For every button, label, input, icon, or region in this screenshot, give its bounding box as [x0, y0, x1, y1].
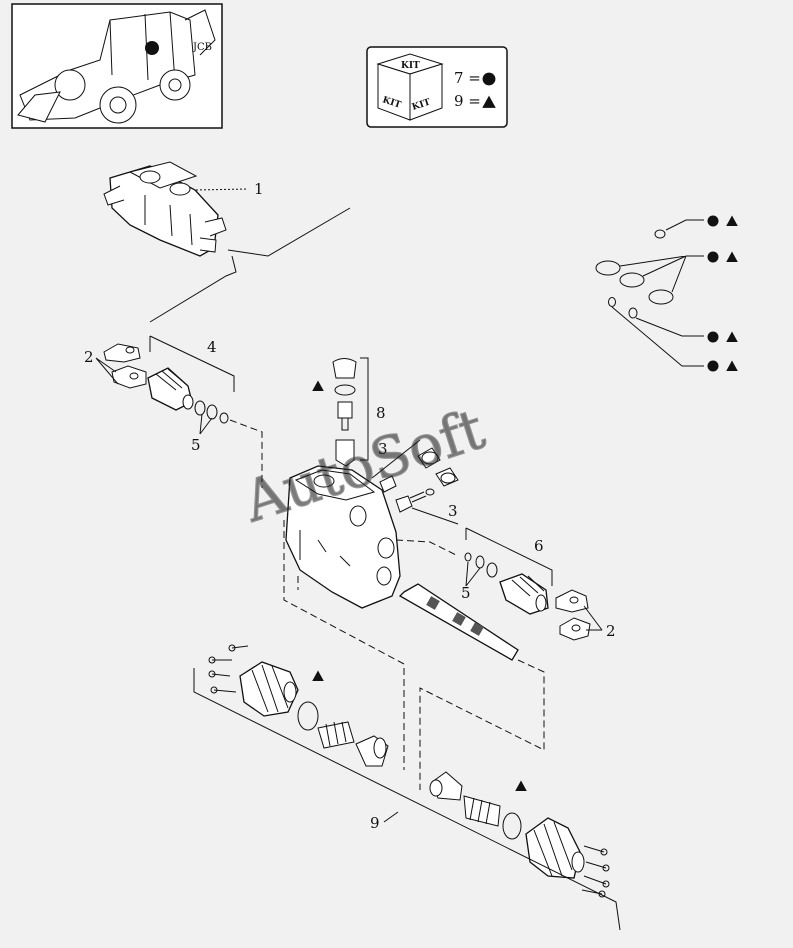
- triangle-marker-icon: [515, 780, 527, 791]
- callout-2-left: 2: [84, 348, 94, 366]
- svg-text:JCB: JCB: [192, 42, 212, 53]
- triangle-marker-icon: [726, 360, 738, 371]
- part-8-relief-valve: [332, 358, 357, 467]
- triangle-marker-icon: [312, 380, 324, 391]
- callout-6: 6: [534, 537, 544, 555]
- callout-9: 9: [370, 814, 380, 832]
- part-3-plugs: [379, 447, 459, 513]
- callout-3-top: 3: [378, 440, 388, 458]
- circle-marker-icon: [707, 331, 719, 343]
- callout-5-left: 5: [191, 436, 201, 454]
- break-line: [149, 207, 351, 323]
- kit-cube-icon: KIT KIT KIT: [376, 53, 444, 121]
- callout-3-bottom: 3: [448, 502, 458, 520]
- part-5-right-orings: [464, 552, 498, 578]
- part-9-lower-right-assembly: [429, 771, 610, 898]
- triangle-marker-icon: [726, 251, 738, 262]
- part-2-left-bracket: [103, 343, 147, 389]
- callout-2-right: 2: [606, 622, 616, 640]
- kit-legend-box: KIT KIT KIT 7 = 9 =: [366, 46, 508, 128]
- valve-body: [285, 465, 401, 609]
- callout-4: 4: [207, 338, 217, 356]
- triangle-marker-icon: [726, 331, 738, 342]
- part-6-right-cap: [499, 573, 549, 615]
- circle-marker-icon: [707, 251, 719, 263]
- part-9-lower-left-assembly: [208, 644, 389, 767]
- callout-8: 8: [376, 404, 386, 422]
- circle-marker-icon: [707, 360, 719, 372]
- location-marker-icon: [145, 41, 159, 55]
- spool: [398, 583, 519, 661]
- part-5-left-orings: [194, 400, 229, 424]
- triangle-marker-icon: [726, 215, 738, 226]
- callout-1: 1: [254, 180, 264, 198]
- kit-legend-row-1: 7 =: [454, 69, 481, 87]
- part-4-left-cap: [147, 367, 194, 411]
- circle-marker-icon: [707, 215, 719, 227]
- callout-5-right: 5: [461, 584, 471, 602]
- kit-legend-row-2: 9 =: [454, 92, 481, 110]
- seal-kit: [595, 215, 738, 372]
- circle-marker-icon: [482, 72, 496, 86]
- triangle-marker-icon: [312, 670, 324, 681]
- kit-label-top: KIT: [401, 61, 420, 71]
- part-2-right-bracket: [555, 589, 591, 641]
- part-1-valve-assembly: [103, 161, 227, 257]
- loader-thumbnail: JCB: [11, 3, 223, 129]
